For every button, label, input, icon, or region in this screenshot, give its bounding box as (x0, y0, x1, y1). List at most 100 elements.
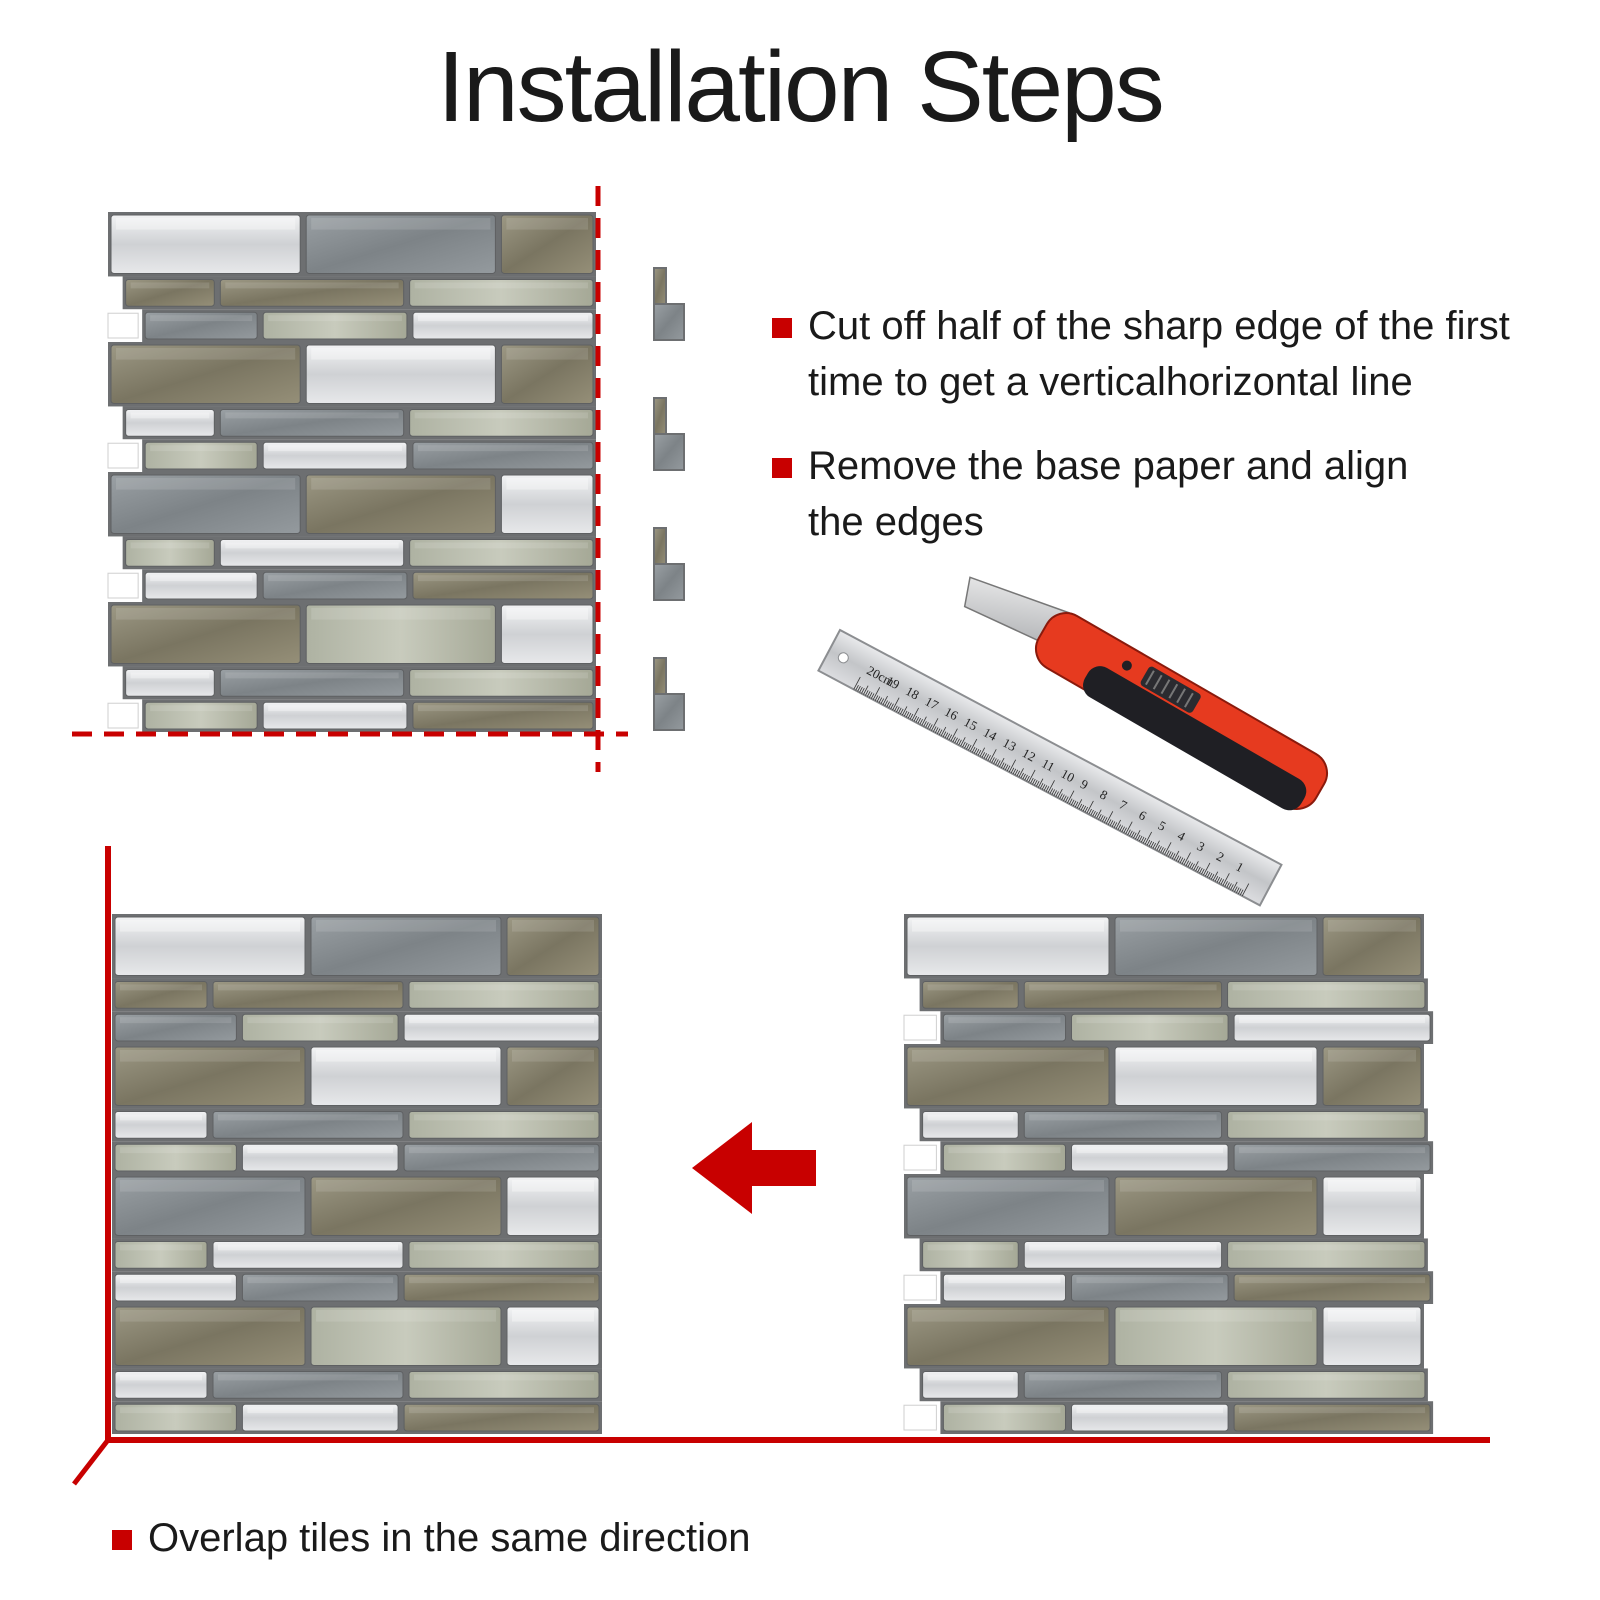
ruler-tick (1131, 831, 1135, 838)
tile (114, 1176, 306, 1236)
tile (212, 1110, 404, 1139)
tile-sheen (1076, 1407, 1224, 1414)
tile (114, 1046, 306, 1106)
tile-sheen (268, 315, 402, 322)
tile-sheen (948, 1407, 1061, 1414)
instruction-2: Remove the base paper and align the edge… (772, 438, 1432, 550)
tile (125, 278, 215, 307)
ruler-tick (971, 746, 976, 753)
tile (305, 344, 496, 404)
tile-sheen (218, 1244, 398, 1251)
ruler-tick (975, 748, 980, 755)
ruler-tick (1032, 778, 1036, 785)
utility-knife-icon (963, 576, 1329, 811)
tile-sheen (1239, 1147, 1426, 1154)
tile-sheen (927, 1114, 1014, 1121)
ruler-tick (870, 693, 875, 699)
ruler-tick (933, 726, 937, 732)
ruler-tick (1059, 793, 1063, 800)
ruler-tick (1068, 798, 1073, 805)
tile-sheen (120, 1147, 232, 1154)
ruler-tick (1014, 769, 1019, 776)
ruler-tick (1193, 861, 1199, 871)
tile (241, 1273, 399, 1302)
ruler-tick (1220, 879, 1225, 885)
tile-sheen (120, 1050, 300, 1062)
wall-corner-lines (72, 846, 1490, 1486)
cut-strip (653, 693, 685, 731)
tile-sheen (316, 1310, 496, 1322)
tile (114, 916, 306, 976)
ruler-tick (940, 726, 947, 737)
tile (305, 214, 496, 274)
tile (506, 1306, 600, 1366)
ruler-tick (1078, 803, 1083, 810)
ruler-tick (1022, 773, 1026, 780)
ruler-label: 11 (1039, 756, 1057, 775)
ruler-tick (954, 737, 958, 744)
ruler-tick (1224, 881, 1228, 887)
ruler-tick (1100, 815, 1104, 821)
tile-sheen (1328, 1310, 1416, 1322)
slider-ridge (1176, 688, 1186, 704)
tile (403, 1143, 600, 1172)
ruler-tick (1181, 858, 1186, 865)
tile-sheen (116, 478, 296, 490)
ruler-tick (1002, 763, 1007, 770)
ruler-tick (1063, 795, 1067, 802)
tile (125, 538, 215, 567)
ruler-tick (1210, 873, 1215, 880)
ruler-tick (936, 728, 941, 734)
ruler-tick (1047, 780, 1055, 793)
tile (412, 571, 594, 600)
tile-sheen (1328, 1180, 1416, 1192)
tile-sheen (1120, 920, 1312, 932)
ruler-tick (944, 732, 949, 739)
ruler-tick (1148, 840, 1153, 847)
knife-slider (1140, 666, 1201, 713)
tile (408, 1240, 600, 1269)
tile (144, 701, 258, 730)
tile (922, 1240, 1019, 1269)
tile-sheen (1029, 984, 1217, 991)
tile-sheen (116, 348, 296, 360)
tile-sheen (120, 1114, 202, 1121)
tile (219, 278, 405, 307)
ruler-tick (1125, 821, 1133, 835)
tile-sheen (912, 1180, 1104, 1192)
ruler-tick (981, 752, 986, 758)
ruler-tick (1187, 861, 1191, 868)
ruler-tick (911, 707, 919, 721)
tile (219, 538, 405, 567)
ruler-tick (983, 753, 988, 759)
tile (1322, 1176, 1422, 1236)
tile (1322, 916, 1422, 976)
tile-sheen (218, 1114, 398, 1121)
tile-sheen (417, 445, 588, 452)
tile-sheen (316, 1050, 496, 1062)
ruler-tick (1241, 883, 1250, 897)
ruler-tick (1222, 873, 1230, 886)
instruction-3: Overlap tiles in the same direction (112, 1510, 912, 1566)
slider-ridge (1145, 670, 1155, 686)
cut-strip (653, 397, 667, 435)
tile-sheen (414, 672, 588, 679)
ruler-tick (1144, 831, 1153, 845)
tile-sheen (506, 478, 588, 490)
ruler-tick (966, 743, 970, 750)
ruler-tick (1020, 772, 1024, 779)
ruler-tick (1146, 839, 1151, 846)
ruler-tick (967, 744, 972, 751)
ruler-tick (909, 713, 914, 720)
tile-sheen (116, 218, 296, 230)
tile (212, 1240, 404, 1269)
tile-sheen (120, 1310, 300, 1322)
ruler-tick (958, 739, 962, 746)
tile-sheen (130, 412, 210, 419)
ruler-tick (1230, 884, 1234, 890)
ruler-hole (837, 652, 849, 664)
tile-sheen (311, 348, 491, 360)
ruler-tick (1177, 856, 1182, 863)
tile (403, 1273, 600, 1302)
tile (922, 1110, 1019, 1139)
